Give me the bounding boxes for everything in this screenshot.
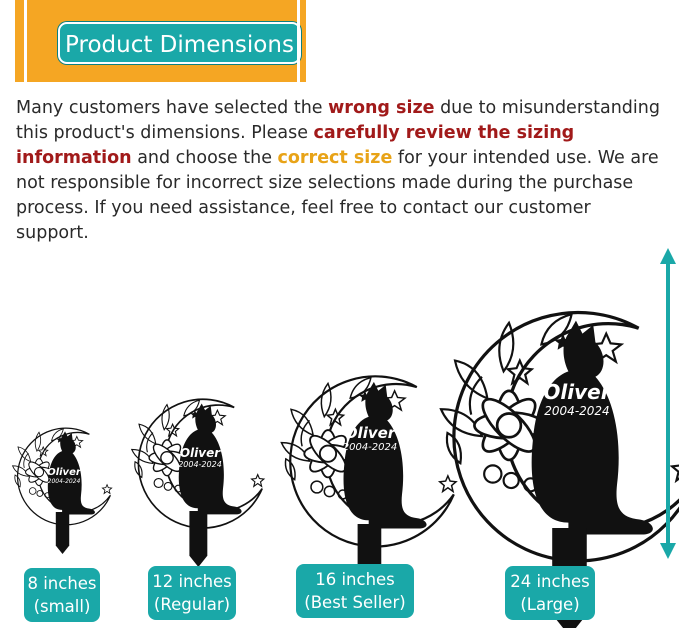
highlight-review-sizing: carefully review the sizing information (16, 123, 575, 168)
size-note: (Regular) (153, 595, 231, 614)
size-label-regular: 12 inches (Regular) (148, 566, 236, 620)
height-arrow-icon (660, 248, 676, 559)
plate-name: Oliver (543, 380, 611, 404)
plate-name: Oliver (47, 467, 81, 478)
plate-best-seller: Oliver 2004-2024 (337, 424, 403, 453)
desc-part-3: and choose the (131, 148, 278, 168)
size-label-small: 8 inches (small) (24, 568, 100, 622)
size-value: 12 inches (152, 572, 232, 591)
plate-years: 2004-2024 (47, 478, 81, 485)
stake-regular (130, 398, 265, 568)
highlight-wrong-size: wrong size (328, 98, 435, 118)
size-label-best-seller: 16 inches (Best Seller) (296, 564, 414, 618)
description-text: Many customers have selected the wrong s… (16, 96, 666, 246)
stake-small (11, 427, 113, 555)
plate-name: Oliver (344, 424, 396, 442)
plate-years: 2004-2024 (178, 460, 222, 469)
desc-part-4: for your intended use. We are not respon… (16, 148, 659, 243)
plate-large: Oliver 2004-2024 (532, 380, 622, 418)
plate-years: 2004-2024 (544, 404, 610, 418)
header-banner: Product Dimensions (15, 0, 306, 82)
plate-years: 2004-2024 (342, 442, 398, 453)
size-note: (Large) (520, 595, 580, 614)
size-value: 8 inches (27, 574, 97, 593)
size-note: (Best Seller) (304, 593, 406, 612)
size-value: 24 inches (510, 572, 590, 591)
desc-part-1: Many customers have selected the (16, 98, 329, 118)
banner-title: Product Dimensions (58, 22, 301, 64)
plate-regular: Oliver 2004-2024 (176, 446, 224, 469)
plate-small: Oliver 2004-2024 (40, 467, 88, 485)
size-label-large: 24 inches (Large) (505, 566, 595, 620)
highlight-correct-size: correct size (277, 148, 393, 168)
plate-name: Oliver (179, 446, 221, 460)
size-note: (small) (33, 597, 91, 616)
desc-part-2: due to misunderstanding this product's d… (16, 98, 660, 143)
size-value: 16 inches (315, 570, 395, 589)
